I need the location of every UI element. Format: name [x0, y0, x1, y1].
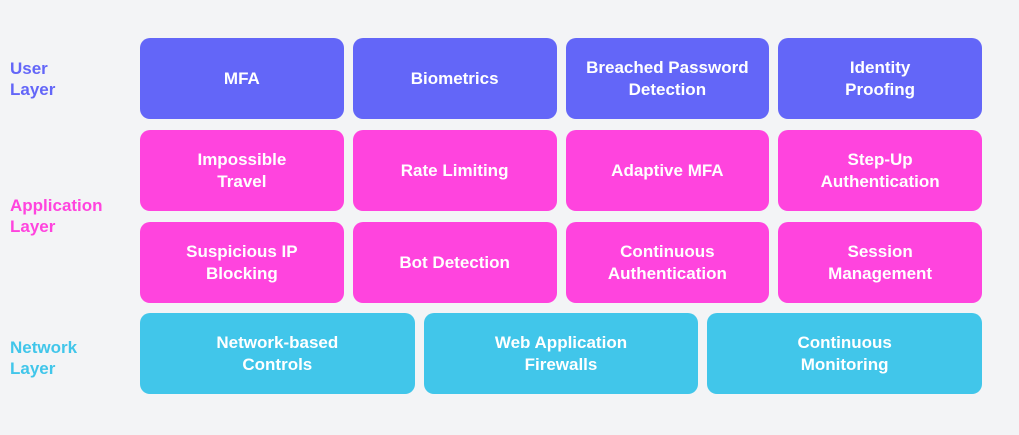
tile-label-line: Identity: [849, 57, 911, 77]
application-layer-label: Application Layer: [10, 195, 103, 237]
tile-label-line: Impossible: [197, 149, 287, 169]
tile-label-line: Travel: [217, 171, 267, 191]
tile-label-line: Proofing: [845, 79, 916, 99]
tile-label: Biometrics: [411, 68, 499, 90]
tile-label-line: Monitoring: [800, 354, 889, 374]
tile-label-line: Adaptive MFA: [611, 160, 724, 180]
tile-label-line: Blocking: [205, 263, 278, 283]
layer-label-line: Layer: [10, 359, 56, 378]
tile-label-line: Session: [847, 241, 913, 261]
user-layer-label: User Layer: [10, 58, 55, 100]
tile-label-line: Breached Password: [586, 57, 749, 77]
tile-rate-limiting: Rate Limiting: [352, 130, 557, 211]
tile-label: MFA: [224, 68, 260, 90]
tile-biometrics: Biometrics: [352, 38, 557, 119]
tile-label-line: Authentication: [607, 263, 727, 283]
layer-label-line: Layer: [10, 217, 56, 236]
tile-label-line: Firewalls: [524, 354, 598, 374]
layer-label-line: Layer: [10, 80, 56, 99]
tile-label-line: MFA: [223, 68, 260, 88]
layer-label-line: Network: [10, 338, 78, 357]
network-layer-label: Network Layer: [10, 337, 77, 379]
tile-label-line: Controls: [242, 354, 313, 374]
tile-label-line: Web Application: [494, 332, 628, 352]
tile-label-line: Rate Limiting: [400, 160, 509, 180]
layer-label-line: User: [10, 59, 48, 78]
tile-label-line: Network-based: [216, 332, 339, 352]
tile-label: Bot Detection: [399, 252, 510, 274]
tile-bot-detection: Bot Detection: [352, 222, 557, 303]
tile-label-line: Continuous: [797, 332, 892, 352]
tile-mfa: MFA: [140, 38, 344, 119]
tile-label-line: Step-Up: [847, 149, 913, 169]
tile-label-line: Bot Detection: [399, 252, 510, 272]
tile-label: Adaptive MFA: [611, 160, 723, 182]
tile-label-line: Management: [828, 263, 933, 283]
tile-label-line: Detection: [628, 79, 707, 99]
tile-label-line: Biometrics: [410, 68, 499, 88]
tile-label-line: Authentication: [820, 171, 940, 191]
tile-label-line: Continuous: [620, 241, 715, 261]
tile-label-line: Suspicious IP: [186, 241, 298, 261]
layer-label-line: Application: [10, 196, 103, 215]
tile-adaptive-mfa: Adaptive MFA: [565, 130, 770, 211]
tile-label: Rate Limiting: [401, 160, 509, 182]
